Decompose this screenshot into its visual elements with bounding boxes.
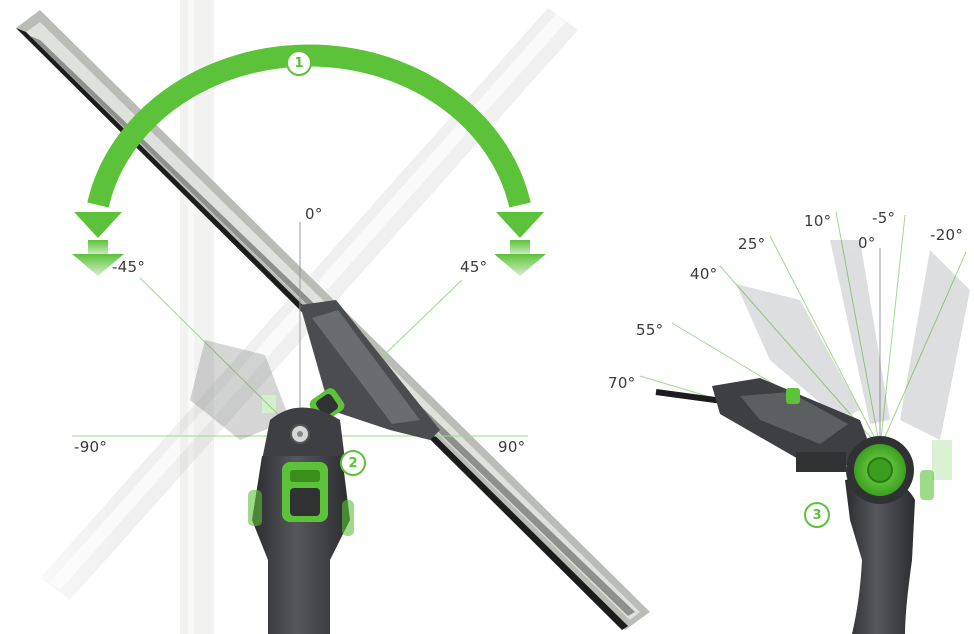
tilt-label-55: 55° <box>636 321 664 339</box>
ghost-channel-vertical <box>180 0 214 634</box>
squeegee-head-left <box>262 300 440 460</box>
angle-label-90: 90° <box>498 438 526 456</box>
angle-label-0: 0° <box>305 205 323 223</box>
tilt-label-25: 25° <box>738 235 766 253</box>
ghost-head-left <box>190 340 290 440</box>
tilt-label-40: 40° <box>690 265 718 283</box>
lock-step-badge: 2 <box>340 450 366 476</box>
angle-guides-left <box>72 222 528 437</box>
rotation-step-badge: 1 <box>286 50 312 76</box>
squeegee-head-right <box>655 378 870 472</box>
angle-label-minus-90: -90° <box>74 438 108 456</box>
tilt-label-0: 0° <box>858 234 876 252</box>
handle-right <box>845 436 934 634</box>
rotation-arrow <box>72 44 546 276</box>
tilt-label-70: 70° <box>608 374 636 392</box>
ghost-heads-right <box>736 240 970 480</box>
tilt-label-minus-5: -5° <box>872 209 896 227</box>
tilt-label-minus-20: -20° <box>930 226 964 244</box>
handle-left <box>248 456 354 634</box>
angle-label-45: 45° <box>460 258 488 276</box>
tilt-label-10: 10° <box>804 212 832 230</box>
angle-label-minus-45: -45° <box>112 258 146 276</box>
tilt-step-badge: 3 <box>804 502 830 528</box>
